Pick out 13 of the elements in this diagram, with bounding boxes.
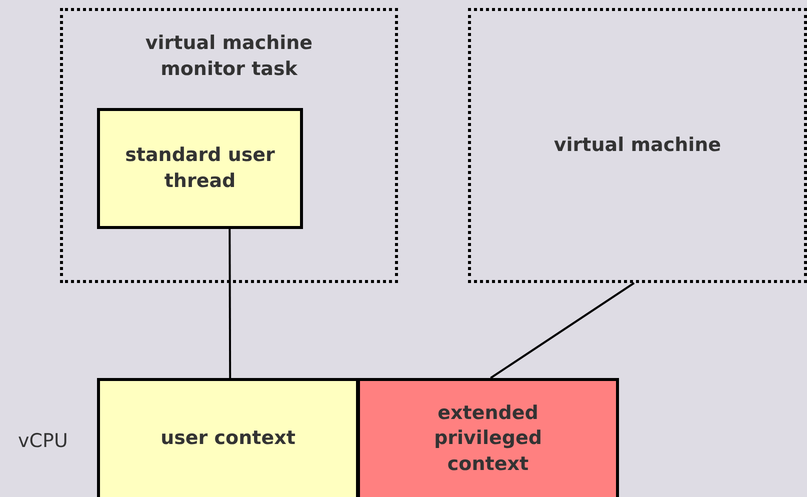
node-label: virtual machine monitor task [144, 31, 314, 82]
node-label: standard user thread [124, 142, 276, 194]
process-box [97, 108, 303, 229]
dotted-frame [60, 8, 398, 283]
node-label: extended privileged context [433, 400, 543, 477]
process-box [357, 378, 619, 497]
connector-line [490, 282, 635, 379]
node-label: user context [160, 426, 296, 452]
connector-line [228, 229, 232, 378]
process-box [97, 378, 359, 497]
row-label: vCPU [18, 429, 68, 454]
node-label: virtual machine [552, 132, 722, 158]
dotted-frame [468, 8, 807, 283]
